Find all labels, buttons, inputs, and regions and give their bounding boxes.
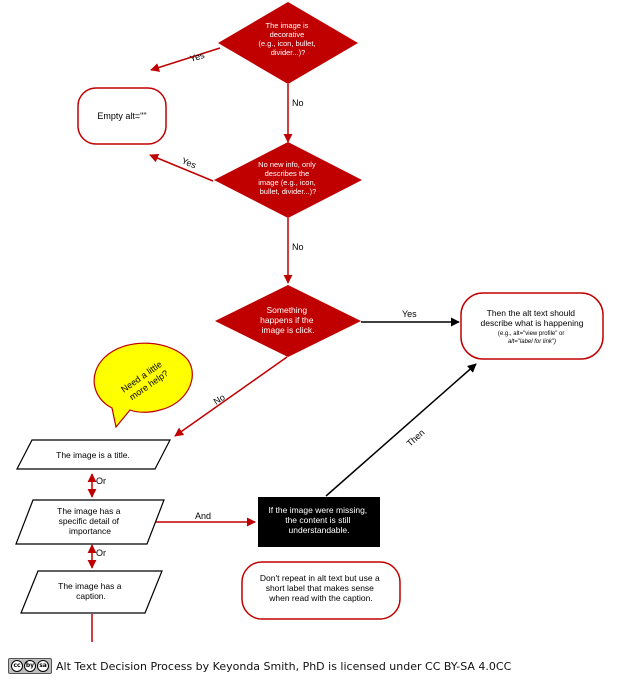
result-describe-action: Then the alt text should describe what i… (460, 292, 604, 360)
by-icon: by (24, 660, 36, 672)
edge-label-yes-1: Yes (189, 50, 206, 64)
svg-text:No new info, only descri: No new info, only describes the image (e… (258, 160, 318, 196)
edge-label-or-1: Or (96, 476, 106, 486)
edge-label-no-2: No (292, 242, 304, 252)
result-empty-alt: Empty alt="" (77, 87, 167, 145)
svg-text:Then the alt text should: Then the alt text should describe what i… (480, 308, 583, 328)
svg-text:Empty alt="": Empty alt="" (97, 111, 146, 121)
svg-text:The image is a title.: The image is a title. (56, 450, 130, 460)
license-footer: cc by sa Alt Text Decision Process by Ke… (8, 657, 511, 675)
condition-detail: The image has a specific detail of impor… (15, 499, 165, 545)
svg-text:The image is decorative: The image is decorative (e.g., icon, bul… (258, 21, 317, 57)
svg-text:(e.g., alt="view profile" or: (e.g., alt="view profile" or alt="label … (498, 331, 566, 345)
svg-text:The image has a caption.: The image has a caption. (58, 581, 124, 601)
svg-text:Something happens if the: Something happens if the image is click. (260, 305, 316, 335)
cc-icon: cc (11, 660, 23, 672)
help-callout: Need a little more help? (93, 342, 193, 429)
decision-something-happens: Something happens if the image is click. (215, 285, 361, 357)
edge-missing-to-then-alt (325, 363, 477, 497)
edge-decorative-to-empty-alt (150, 47, 221, 72)
sa-icon: sa (37, 660, 49, 672)
condition-image-missing: If the image were missing, the content i… (258, 497, 380, 547)
decision-no-new-info: No new info, only describes the image (e… (214, 142, 362, 218)
edge-label-and: And (195, 511, 211, 521)
edge-label-no-3: No (212, 392, 227, 407)
decision-decorative: The image is decorative (e.g., icon, bul… (218, 2, 358, 84)
svg-text:If the image were missing,: If the image were missing, the content i… (268, 505, 369, 535)
edge-something-happens-to-title (174, 356, 288, 437)
license-text[interactable]: Alt Text Decision Process by Keyonda Smi… (56, 659, 512, 673)
result-dont-repeat: Don't repeat in alt text but use a short… (241, 561, 401, 620)
condition-title: The image is a title. (16, 439, 171, 470)
condition-caption: The image has a caption. (20, 570, 163, 614)
edge-label-then: Then (405, 427, 427, 448)
edge-label-no-1: No (292, 98, 304, 108)
svg-text:The image has a specific: The image has a specific detail of impor… (57, 506, 123, 536)
edge-label-yes-3: Yes (402, 309, 417, 319)
edge-no-new-info-to-empty-alt (149, 153, 214, 182)
svg-text:Don't repeat in alt text but u: Don't repeat in alt text but use a short… (260, 573, 382, 603)
edge-label-or-2: Or (96, 548, 106, 558)
cc-license-badge[interactable]: cc by sa (8, 658, 52, 674)
